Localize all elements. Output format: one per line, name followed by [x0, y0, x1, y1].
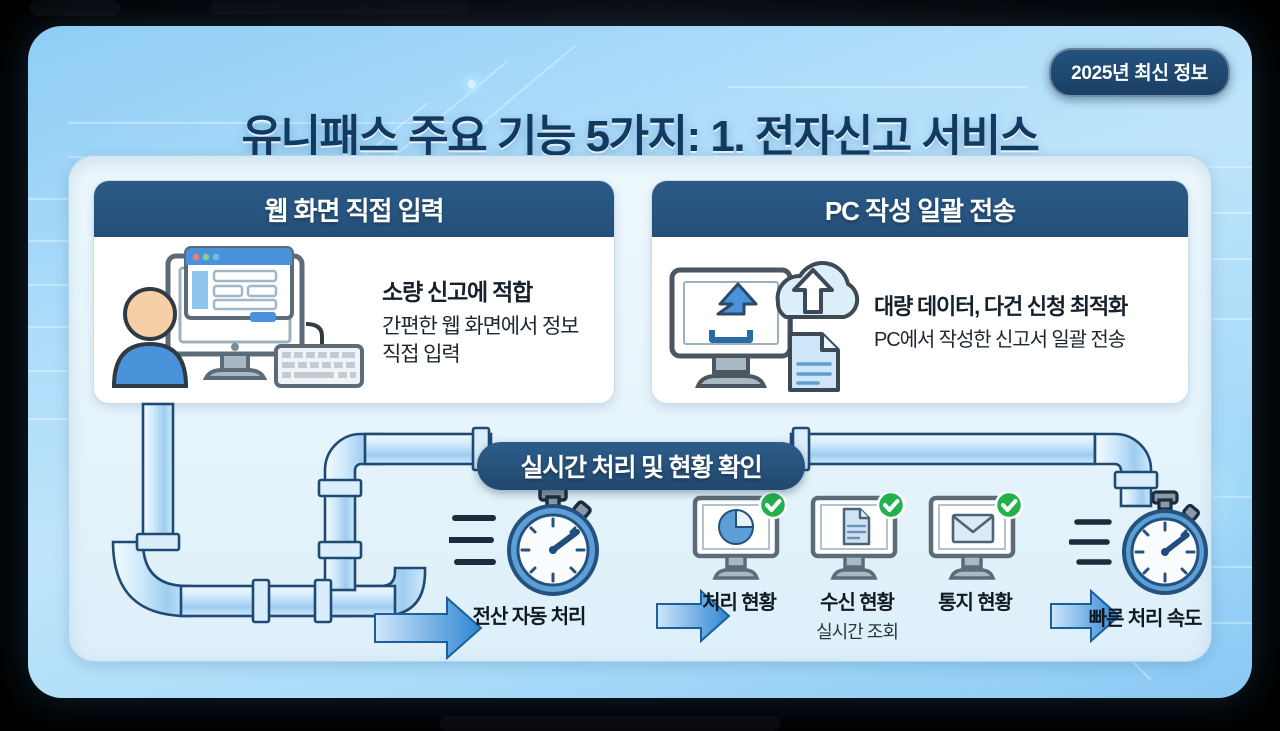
- process-step-fast-speed: 빠른 처리 속도: [1057, 490, 1211, 631]
- card-left-body-line1: 간편한 웹 화면에서 정보: [382, 315, 580, 339]
- card-right-body-line1: PC에서 작성한 신고서 일괄 전송: [874, 328, 1126, 351]
- process-step-label: 처리 현황: [702, 592, 777, 614]
- process-step-sublabel: 실시간 조회: [816, 622, 899, 642]
- background-artifact: [210, 0, 470, 14]
- page-title: 유니패스 주요 기능 5가지: 1. 전자신고 서비스: [241, 112, 1040, 161]
- process-step-label: 수신 현황: [820, 592, 895, 614]
- background-artifact: [30, 0, 120, 16]
- card-pc-batch-transfer: PC 작성 일괄 전송: [651, 180, 1189, 404]
- content-panel: 웹 화면 직접 입력: [68, 155, 1212, 662]
- card-right-heading: 대량 데이터, 다건 신청 최적화: [874, 293, 1128, 319]
- process-step-label: 빠른 처리 속도: [1088, 608, 1203, 630]
- monitor-envelope-icon: [915, 492, 1035, 586]
- card-right-header: PC 작성 일괄 전송: [652, 181, 1188, 237]
- process-step-receipt-status: 수신 현황 실시간 조회: [797, 492, 917, 644]
- process-step-label: 통지 현황: [938, 592, 1013, 614]
- process-step-notification-status: 통지 현황: [915, 492, 1035, 615]
- pipeline-banner: 실시간 처리 및 현황 확인: [477, 442, 805, 490]
- monitor-piechart-icon: [679, 492, 799, 586]
- card-left-header: 웹 화면 직접 입력: [94, 181, 614, 237]
- pipe-network-decoration: [111, 402, 1159, 661]
- monitor-cloud-upload-document-icon: [658, 250, 870, 392]
- monitor-document-icon: [797, 492, 917, 586]
- background-artifact: [440, 716, 780, 731]
- process-step-auto-processing: 전산 자동 처리: [439, 484, 619, 629]
- stopwatch-speed-icon: [439, 484, 619, 600]
- process-step-label: 전산 자동 처리: [472, 606, 587, 628]
- stopwatch-speed-icon: [1057, 490, 1211, 602]
- process-step-processing-status: 처리 현황: [679, 492, 799, 615]
- card-left-body-line2: 직접 입력: [382, 343, 461, 366]
- infographic-frame: 2025년 최신 정보 유니패스 주요 기능 5가지: 1. 전자신고 서비스 …: [28, 26, 1252, 698]
- year-badge: 2025년 최신 정보: [1049, 48, 1230, 97]
- card-web-direct-input: 웹 화면 직접 입력: [93, 180, 615, 404]
- person-at-desktop-form-icon: [100, 246, 378, 396]
- card-left-heading: 소량 신고에 적합: [382, 279, 533, 306]
